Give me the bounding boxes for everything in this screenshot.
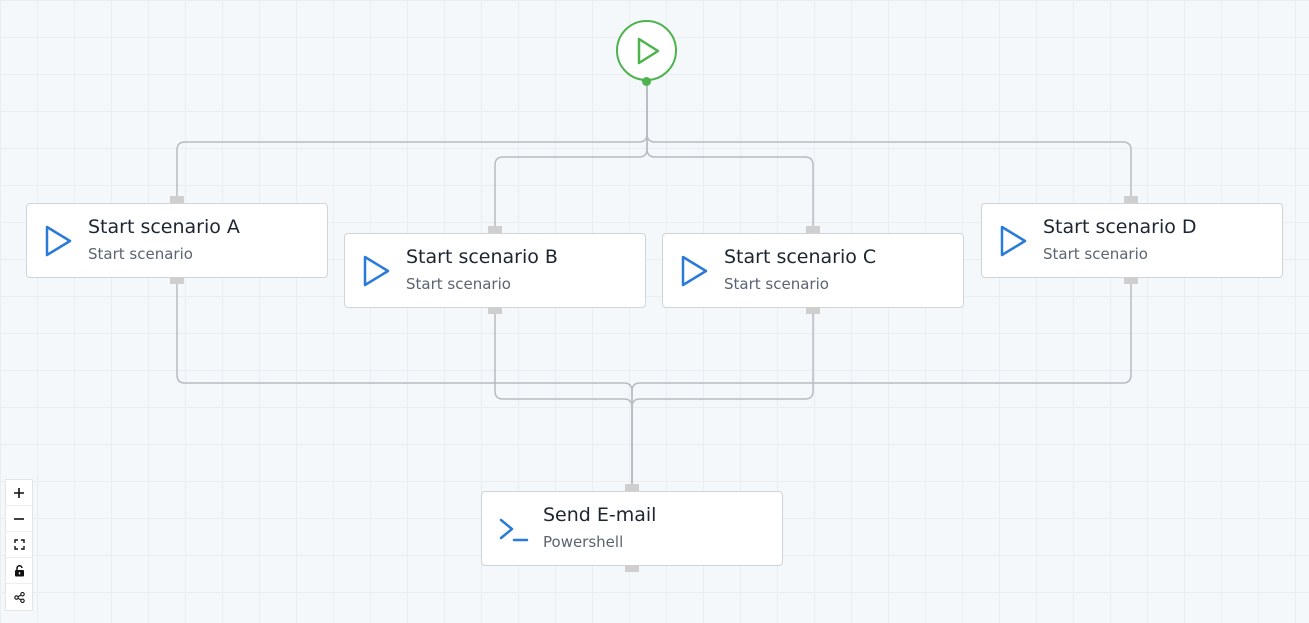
start-node[interactable] — [616, 20, 677, 81]
edge-start-to-b — [494, 86, 648, 227]
edge-start-to-d — [646, 86, 1132, 197]
play-icon — [681, 255, 708, 287]
node-title: Start scenario B — [406, 246, 558, 268]
play-icon — [45, 225, 72, 257]
node-title: Send E-mail — [543, 504, 657, 526]
edge-start-to-c — [646, 86, 814, 227]
flow-controls — [5, 479, 33, 611]
zoom-out-button[interactable] — [6, 506, 32, 532]
input-port[interactable] — [1124, 196, 1138, 203]
edge-b-to-email — [494, 314, 633, 486]
lock-button[interactable] — [6, 558, 32, 584]
node-subtitle: Start scenario — [88, 245, 193, 263]
edge-c-to-email — [631, 314, 814, 486]
input-port[interactable] — [488, 226, 502, 233]
input-port[interactable] — [806, 226, 820, 233]
minus-icon — [14, 517, 24, 520]
node-start-scenario-c[interactable]: Start scenario C Start scenario — [662, 233, 964, 308]
start-output-handle[interactable] — [642, 77, 651, 86]
share-button[interactable] — [6, 584, 32, 610]
lock-icon — [14, 564, 24, 576]
node-subtitle: Start scenario — [1043, 245, 1148, 263]
output-port[interactable] — [806, 307, 820, 314]
fit-view-button[interactable] — [6, 532, 32, 558]
output-port[interactable] — [1124, 277, 1138, 284]
output-port[interactable] — [625, 565, 639, 572]
edge-start-to-a — [176, 86, 648, 197]
output-port[interactable] — [170, 277, 184, 284]
play-icon — [363, 255, 390, 287]
share-icon — [13, 591, 25, 603]
node-subtitle: Start scenario — [406, 275, 511, 293]
input-port[interactable] — [170, 196, 184, 203]
zoom-in-button[interactable] — [6, 480, 32, 506]
play-icon — [1000, 225, 1027, 257]
node-send-email[interactable]: Send E-mail Powershell — [481, 491, 783, 566]
plus-icon — [14, 487, 24, 498]
node-start-scenario-b[interactable]: Start scenario B Start scenario — [344, 233, 646, 308]
fit-view-icon — [13, 539, 25, 550]
terminal-icon — [499, 518, 529, 542]
node-title: Start scenario A — [88, 216, 240, 238]
node-subtitle: Start scenario — [724, 275, 829, 293]
node-title: Start scenario C — [724, 246, 877, 268]
node-start-scenario-d[interactable]: Start scenario D Start scenario — [981, 203, 1283, 278]
output-port[interactable] — [488, 307, 502, 314]
edge-d-to-email — [631, 284, 1132, 486]
node-start-scenario-a[interactable]: Start scenario A Start scenario — [26, 203, 328, 278]
edge-a-to-email — [176, 284, 633, 486]
play-icon — [637, 37, 660, 65]
node-subtitle: Powershell — [543, 533, 624, 551]
node-title: Start scenario D — [1043, 216, 1197, 238]
input-port[interactable] — [625, 484, 639, 491]
